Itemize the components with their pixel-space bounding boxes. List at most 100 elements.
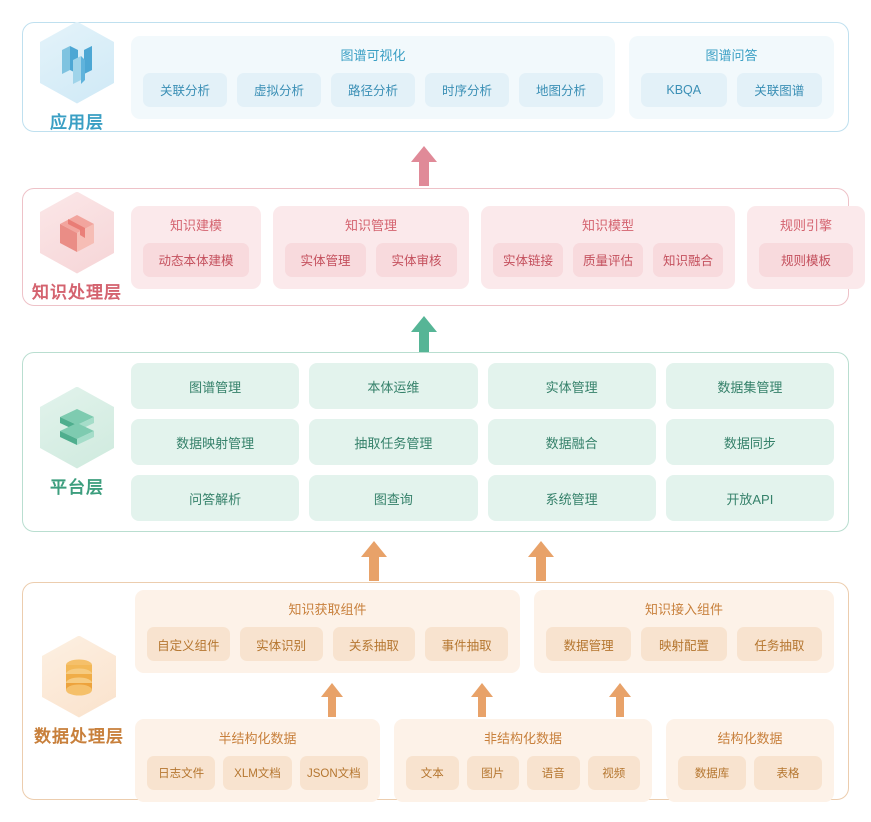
stacked-layers-icon	[40, 386, 114, 469]
knowledge-access-title: 知识接入组件	[644, 602, 723, 617]
platform-cell-graph-query[interactable]: 图查询	[309, 475, 478, 521]
graph-visualization-title: 图谱可视化	[340, 47, 406, 63]
semistructured-data-chips: 日志文件 XLM文档 JSON文档	[147, 756, 368, 790]
chip-relation-extraction[interactable]: 关系抽取	[332, 627, 416, 661]
chip-json-document[interactable]: JSON文档	[299, 756, 368, 790]
knowledge-model-chips: 实体链接 质量评估 知识融合	[493, 242, 724, 277]
platform-cell-ontology-ops[interactable]: 本体运维	[309, 363, 478, 409]
chip-rule-template[interactable]: 规则模板	[759, 242, 854, 277]
application-layer-body: 图谱可视化 关联分析 虚拟分析 路径分析 时序分析 地图分析 图谱问答 KBQA…	[131, 35, 848, 119]
app-cube-glyph	[62, 45, 92, 84]
knowledge-layer-body: 知识建模 动态本体建模 知识管理 实体管理 实体审核 知识模型 实体链接 质量评…	[131, 205, 871, 289]
chip-path-analysis[interactable]: 路径分析	[331, 72, 415, 107]
chip-association-analysis[interactable]: 关联分析	[143, 72, 227, 107]
knowledge-management-group: 知识管理 实体管理 实体审核	[273, 205, 469, 289]
semistructured-data-group: 半结构化数据 日志文件 XLM文档 JSON文档	[135, 719, 380, 802]
platform-feature-grid: 图谱管理 本体运维 实体管理 数据集管理 数据映射管理 抽取任务管理 数据融合 …	[131, 363, 834, 521]
arrow-knowledge-to-application	[411, 146, 437, 186]
chip-entity-review[interactable]: 实体审核	[376, 242, 457, 277]
chip-task-extraction[interactable]: 任务抽取	[736, 627, 822, 661]
platform-cell-entity-management[interactable]: 实体管理	[487, 363, 656, 409]
unstructured-data-chips: 文本 图片 语音 视频	[406, 756, 640, 790]
chip-kbqa[interactable]: KBQA	[641, 72, 727, 107]
structured-data-chips: 数据库 表格	[678, 756, 822, 790]
chip-dynamic-ontology-modeling[interactable]: 动态本体建模	[143, 242, 249, 277]
graph-visualization-group: 图谱可视化 关联分析 虚拟分析 路径分析 时序分析 地图分析	[131, 35, 615, 119]
data-layer-icon-column: 数据处理层	[23, 635, 135, 747]
knowledge-access-components-group: 知识接入组件 数据管理 映射配置 任务抽取	[534, 590, 834, 673]
chip-log-file[interactable]: 日志文件	[147, 756, 216, 790]
platform-cell-graph-management[interactable]: 图谱管理	[131, 363, 300, 409]
chip-timeseries-analysis[interactable]: 时序分析	[425, 72, 509, 107]
chip-database[interactable]: 数据库	[678, 756, 746, 790]
chip-entity-linking[interactable]: 实体链接	[493, 242, 564, 277]
platform-cell-qa-parsing[interactable]: 问答解析	[131, 475, 300, 521]
chip-xlm-document[interactable]: XLM文档	[223, 756, 292, 790]
chip-audio[interactable]: 语音	[527, 756, 580, 790]
rule-engine-title: 规则引擎	[780, 217, 833, 233]
stacked-layers-glyph	[60, 408, 94, 445]
chip-quality-assessment[interactable]: 质量评估	[573, 242, 644, 277]
chip-map-analysis[interactable]: 地图分析	[519, 72, 603, 107]
knowledge-cube-icon	[40, 191, 114, 274]
data-processing-layer: 数据处理层 知识获取组件 自定义组件 实体识别 关系抽取 事件抽取 知识接入组件…	[22, 582, 849, 802]
chip-custom-component[interactable]: 自定义组件	[147, 627, 230, 661]
graph-qa-title: 图谱问答	[705, 47, 758, 63]
chip-knowledge-fusion[interactable]: 知识融合	[653, 242, 724, 277]
platform-cell-open-api[interactable]: 开放API	[665, 475, 834, 521]
knowledge-model-group: 知识模型 实体链接 质量评估 知识融合	[481, 205, 736, 289]
chip-association-graph[interactable]: 关联图谱	[736, 72, 822, 107]
platform-cell-data-sync[interactable]: 数据同步	[665, 419, 834, 465]
arrow-unstructured-to-acquisition	[471, 683, 493, 717]
rule-engine-group: 规则引擎 规则模板	[747, 205, 866, 289]
platform-cell-data-fusion[interactable]: 数据融合	[487, 419, 656, 465]
chip-text[interactable]: 文本	[406, 756, 459, 790]
chip-virtual-analysis[interactable]: 虚拟分析	[237, 72, 321, 107]
platform-layer-icon-column: 平台层	[23, 386, 131, 498]
structured-data-title: 结构化数据	[717, 731, 783, 746]
data-sources-row: 半结构化数据 日志文件 XLM文档 JSON文档 非结构化数据 文本 图片 语音…	[135, 719, 834, 802]
arrow-platform-to-knowledge	[411, 316, 437, 356]
data-layer-body: 知识获取组件 自定义组件 实体识别 关系抽取 事件抽取 知识接入组件 数据管理 …	[135, 583, 848, 802]
knowledge-layer-title: 知识处理层	[32, 282, 122, 302]
semistructured-data-title: 半结构化数据	[218, 731, 297, 746]
chip-entity-management[interactable]: 实体管理	[285, 242, 366, 277]
knowledge-acquisition-title: 知识获取组件	[288, 602, 367, 617]
chip-data-management[interactable]: 数据管理	[546, 627, 632, 661]
arrow-data-to-platform-left	[361, 541, 387, 581]
rule-engine-chips: 规则模板	[759, 242, 854, 277]
knowledge-modeling-chips: 动态本体建模	[143, 242, 249, 277]
database-glyph	[66, 659, 92, 695]
data-components-row: 知识获取组件 自定义组件 实体识别 关系抽取 事件抽取 知识接入组件 数据管理 …	[135, 590, 834, 673]
chip-video[interactable]: 视频	[587, 756, 640, 790]
unstructured-data-group: 非结构化数据 文本 图片 语音 视频	[394, 719, 652, 802]
chip-event-extraction[interactable]: 事件抽取	[425, 627, 508, 661]
chip-image[interactable]: 图片	[466, 756, 519, 790]
application-layer-icon-column: 应用层	[23, 21, 131, 133]
graph-visualization-chips: 关联分析 虚拟分析 路径分析 时序分析 地图分析	[143, 72, 603, 107]
platform-cell-system-management[interactable]: 系统管理	[487, 475, 656, 521]
knowledge-processing-layer: 知识处理层 知识建模 动态本体建模 知识管理 实体管理 实体审核 知识模型 实体…	[22, 188, 866, 306]
knowledge-modeling-group: 知识建模 动态本体建模	[131, 205, 261, 289]
database-icon	[42, 635, 116, 718]
structured-data-group: 结构化数据 数据库 表格	[666, 719, 834, 802]
graph-qa-group: 图谱问答 KBQA 关联图谱	[629, 35, 834, 119]
knowledge-acquisition-chips: 自定义组件 实体识别 关系抽取 事件抽取	[147, 627, 508, 661]
graph-qa-chips: KBQA 关联图谱	[641, 72, 822, 107]
application-layer-title: 应用层	[50, 112, 104, 132]
chip-table[interactable]: 表格	[754, 756, 822, 790]
knowledge-access-chips: 数据管理 映射配置 任务抽取	[546, 627, 822, 661]
chip-entity-recognition[interactable]: 实体识别	[239, 627, 323, 661]
application-layer: 应用层 图谱可视化 关联分析 虚拟分析 路径分析 时序分析 地图分析 图谱问答 …	[22, 21, 849, 133]
platform-cell-dataset-management[interactable]: 数据集管理	[665, 363, 834, 409]
knowledge-layer-icon-column: 知识处理层	[23, 191, 131, 303]
knowledge-management-title: 知识管理	[344, 217, 397, 233]
knowledge-modeling-title: 知识建模	[169, 217, 222, 233]
platform-cell-extraction-task-management[interactable]: 抽取任务管理	[309, 419, 478, 465]
unstructured-data-title: 非结构化数据	[483, 731, 562, 746]
platform-cell-data-mapping-management[interactable]: 数据映射管理	[131, 419, 300, 465]
chip-mapping-config[interactable]: 映射配置	[641, 627, 727, 661]
data-layer-title: 数据处理层	[34, 726, 124, 746]
platform-layer-title: 平台层	[50, 477, 104, 497]
